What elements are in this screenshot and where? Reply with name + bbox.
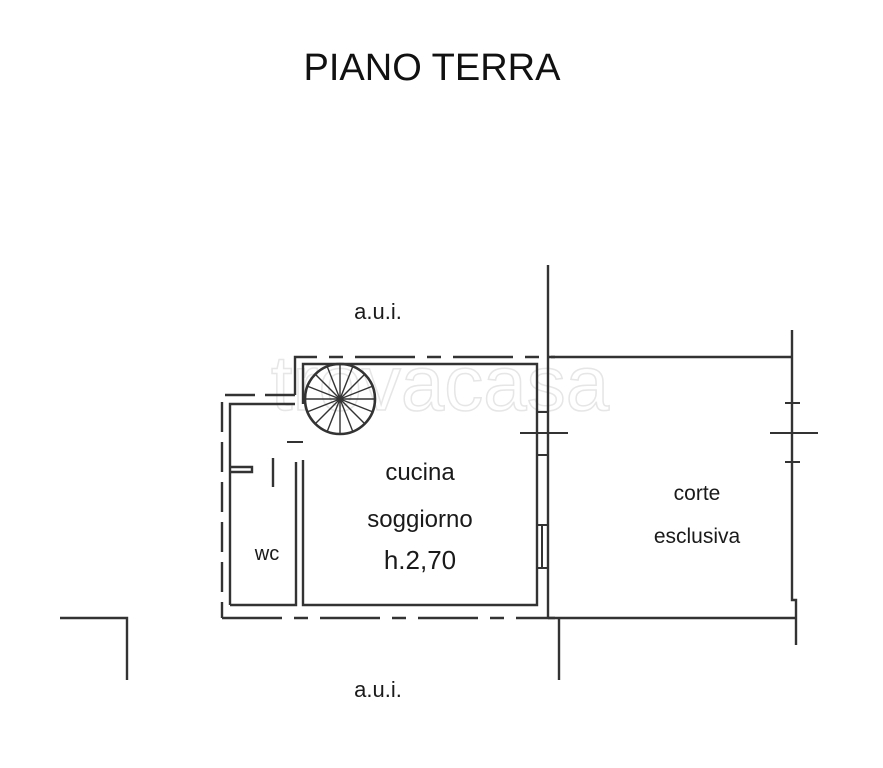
walls (60, 265, 818, 680)
courtyard-ticks (770, 402, 818, 463)
outer-boundary-left (220, 393, 295, 618)
label-bottom-neighbor: a.u.i. (354, 677, 402, 702)
window-marks (537, 411, 548, 569)
label-wc: wc (254, 543, 279, 565)
label-room-main-1: cucina (385, 459, 455, 486)
label-courtyard-1: corte (674, 482, 721, 505)
label-courtyard-2: esclusiva (654, 525, 741, 548)
wc-door-stub (230, 465, 254, 474)
main-room-walls (301, 362, 539, 607)
wc-walls (228, 402, 295, 605)
wc-right-wall (230, 462, 298, 607)
watermark: trovacasa (271, 339, 610, 427)
courtyard-right (790, 330, 798, 645)
label-room-main-2: soggiorno (367, 506, 472, 533)
plan-title: PIANO TERRA (304, 47, 562, 89)
spiral-staircase-icon (303, 362, 377, 436)
label-room-height: h.2,70 (384, 545, 456, 575)
outer-boundary-top (293, 355, 555, 395)
neighbor-corner (60, 616, 129, 680)
label-top-neighbor: a.u.i. (354, 299, 402, 324)
